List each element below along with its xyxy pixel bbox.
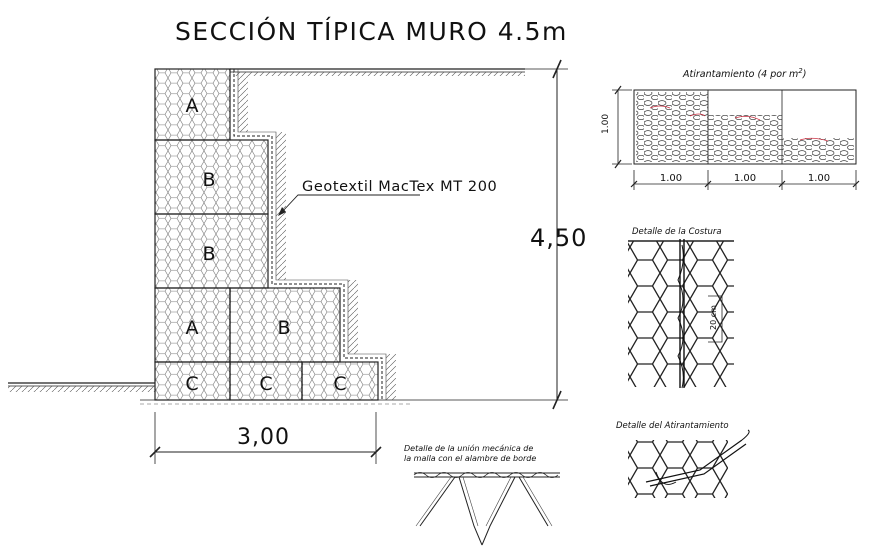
gabion-block-base-right: C (301, 361, 379, 401)
svg-text:C: C (185, 373, 198, 395)
edge-detail-title-1: Detalle de la unión mecánica de (404, 443, 533, 453)
edge-union-detail: Detalle de la unión mecánica de la malla… (404, 443, 560, 546)
anchoring-height-label: 1.00 (601, 114, 611, 134)
gabion-block-base-left: C (154, 361, 231, 401)
anchoring-title: Atirantamiento (4 por m2) (682, 67, 806, 80)
base-width-dimension-label: 3,00 (237, 425, 290, 450)
gabion-block-top: A (154, 68, 231, 141)
anchoring-width-1: 1.00 (660, 173, 682, 184)
gabion-block-lower-right: B (229, 287, 341, 363)
gabion-block-lower-left: A (154, 287, 231, 363)
seam-detail: Detalle de la Costura 20 cm (628, 227, 734, 389)
svg-text:A: A (186, 95, 199, 117)
svg-text:B: B (277, 317, 290, 339)
svg-text:A: A (186, 317, 199, 339)
seam-spacing-label: 20 cm (709, 305, 718, 330)
tie-detail-title: Detalle del Atirantamiento (616, 421, 729, 431)
svg-text:C: C (259, 373, 272, 395)
gabion-block-upper-middle: B (154, 139, 269, 215)
svg-text:B: B (202, 169, 215, 191)
base-width-dimension: 3,00 (149, 412, 382, 464)
geotextile-label: Geotextil MacTex MT 200 (302, 179, 497, 195)
tie-detail: Detalle del Atirantamiento (616, 421, 750, 498)
drawing-title: SECCIÓN TÍPICA MURO 4.5m (175, 16, 568, 46)
height-dimension-label: 4,50 (530, 224, 587, 252)
anchoring-width-3: 1.00 (808, 173, 830, 184)
edge-detail-title-2: la malla con el alambre de borde (404, 454, 536, 463)
anchoring-width-2: 1.00 (734, 173, 756, 184)
gabion-block-base-middle: C (229, 361, 303, 401)
height-dimension: 4,50 (410, 59, 587, 410)
gabion-block-middle: B (154, 213, 269, 289)
seam-detail-title: Detalle de la Costura (632, 227, 722, 237)
svg-text:C: C (333, 373, 346, 395)
svg-text:B: B (202, 243, 215, 265)
anchoring-detail: Atirantamiento (4 por m2) 1.00 1.00 1.00… (601, 67, 860, 190)
geotextile-callout: Geotextil MacTex MT 200 (278, 179, 497, 216)
